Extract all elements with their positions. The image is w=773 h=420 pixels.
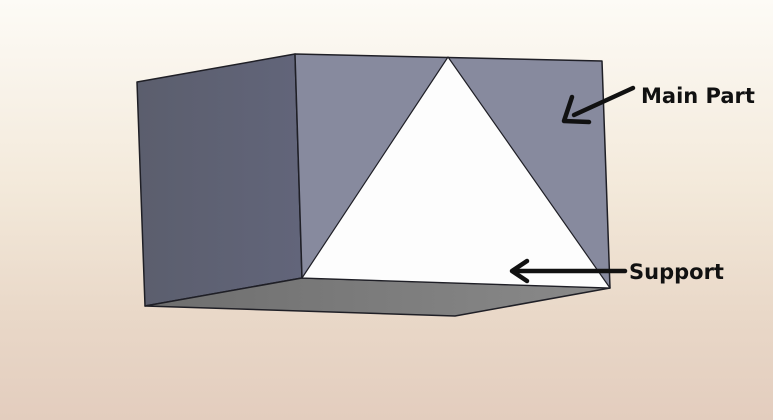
main-part-left-face xyxy=(136,53,303,307)
support-label: Support xyxy=(629,260,724,284)
support-arrow-icon xyxy=(509,258,628,284)
support-triangle xyxy=(301,56,611,289)
main-part-arrow-icon xyxy=(561,85,636,125)
main-part-label: Main Part xyxy=(641,84,755,108)
